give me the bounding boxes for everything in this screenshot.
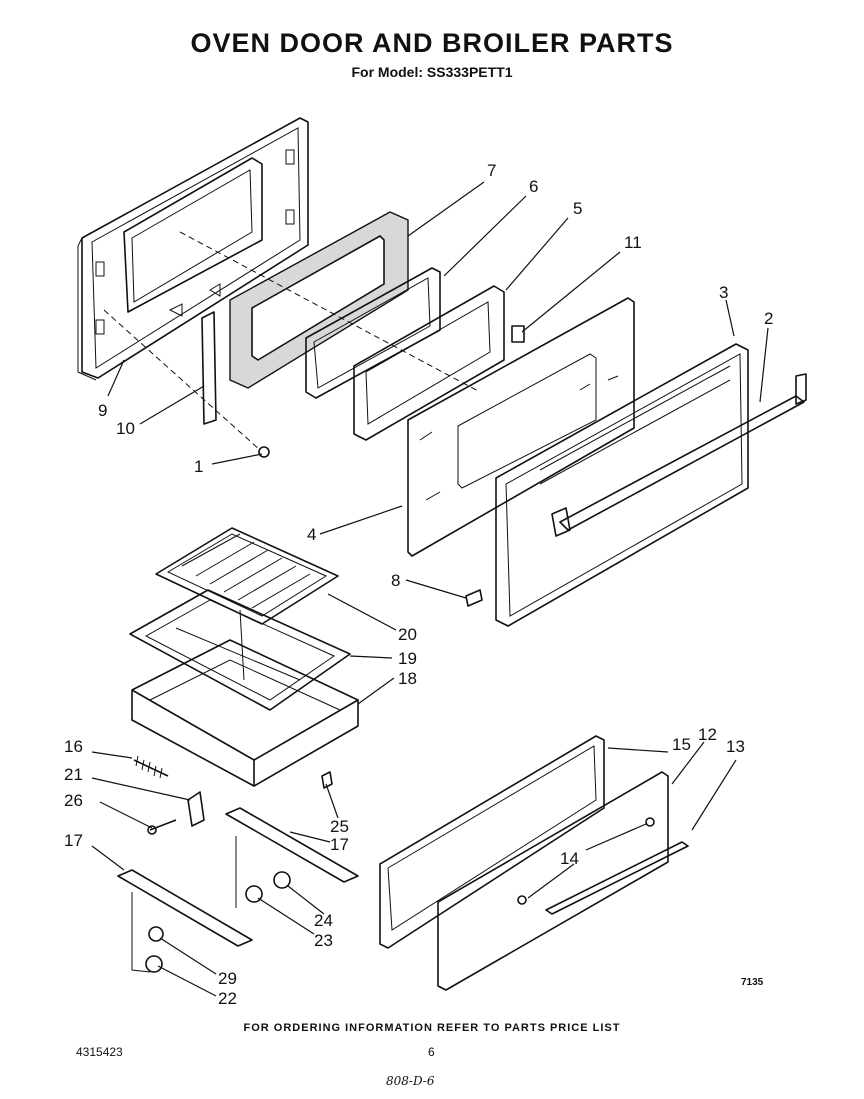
callout-labels: 1 2 3 4 5 6 7 8 9 10 11 12 13 14 15 16 1… <box>64 161 773 1008</box>
small-door-parts <box>201 311 525 607</box>
callout-23: 23 <box>314 931 333 950</box>
callout-29: 29 <box>218 969 237 988</box>
callout-7: 7 <box>487 161 496 180</box>
drawer-hardware <box>133 755 205 835</box>
callout-13: 13 <box>726 737 745 756</box>
figure-number: 7135 <box>741 977 764 988</box>
rollers <box>131 836 291 973</box>
broiler-pan <box>129 589 351 711</box>
page-number: 6 <box>428 1045 435 1059</box>
drawer-liner <box>379 735 605 949</box>
inner-door-panel <box>77 117 309 381</box>
callout-9: 9 <box>98 401 107 420</box>
ordering-note: FOR ORDERING INFORMATION REFER TO PARTS … <box>243 1022 621 1034</box>
outer-door <box>495 343 749 627</box>
callout-6: 6 <box>529 177 538 196</box>
callout-1: 1 <box>194 457 203 476</box>
door-gasket <box>229 211 409 389</box>
callout-16: 16 <box>64 737 83 756</box>
callout-4: 4 <box>307 525 316 544</box>
callout-26: 26 <box>64 791 83 810</box>
callout-17a: 17 <box>64 831 83 850</box>
callout-18: 18 <box>398 669 417 688</box>
callout-12: 12 <box>698 725 717 744</box>
callout-22: 22 <box>218 989 237 1008</box>
outer-glass <box>407 297 635 557</box>
glass-pack <box>353 285 505 441</box>
drawer-rails <box>117 771 359 947</box>
callout-17b: 17 <box>330 835 349 854</box>
callout-25: 25 <box>330 817 349 836</box>
drawer-front-panel <box>437 771 689 991</box>
door-handle <box>551 373 807 537</box>
callout-24: 24 <box>314 911 333 930</box>
callout-11: 11 <box>624 233 642 252</box>
assembly-lines <box>103 231 481 451</box>
callout-20: 20 <box>398 625 417 644</box>
callout-19: 19 <box>398 649 417 668</box>
callout-3: 3 <box>719 283 728 302</box>
callout-21: 21 <box>64 765 83 784</box>
callout-5: 5 <box>573 199 582 218</box>
page-title: OVEN DOOR AND BROILER PARTS <box>190 28 674 58</box>
model-subtitle: For Model: SS333PETT1 <box>351 64 513 80</box>
callout-8: 8 <box>391 571 400 590</box>
handwritten-note: 808-D-6 <box>386 1074 435 1088</box>
document-number: 4315423 <box>76 1045 123 1059</box>
callout-10: 10 <box>116 419 135 438</box>
leader-lines <box>91 181 769 997</box>
callout-14: 14 <box>560 849 579 868</box>
callout-15: 15 <box>672 735 691 754</box>
callout-2: 2 <box>764 309 773 328</box>
broiler-drawer <box>131 639 359 787</box>
